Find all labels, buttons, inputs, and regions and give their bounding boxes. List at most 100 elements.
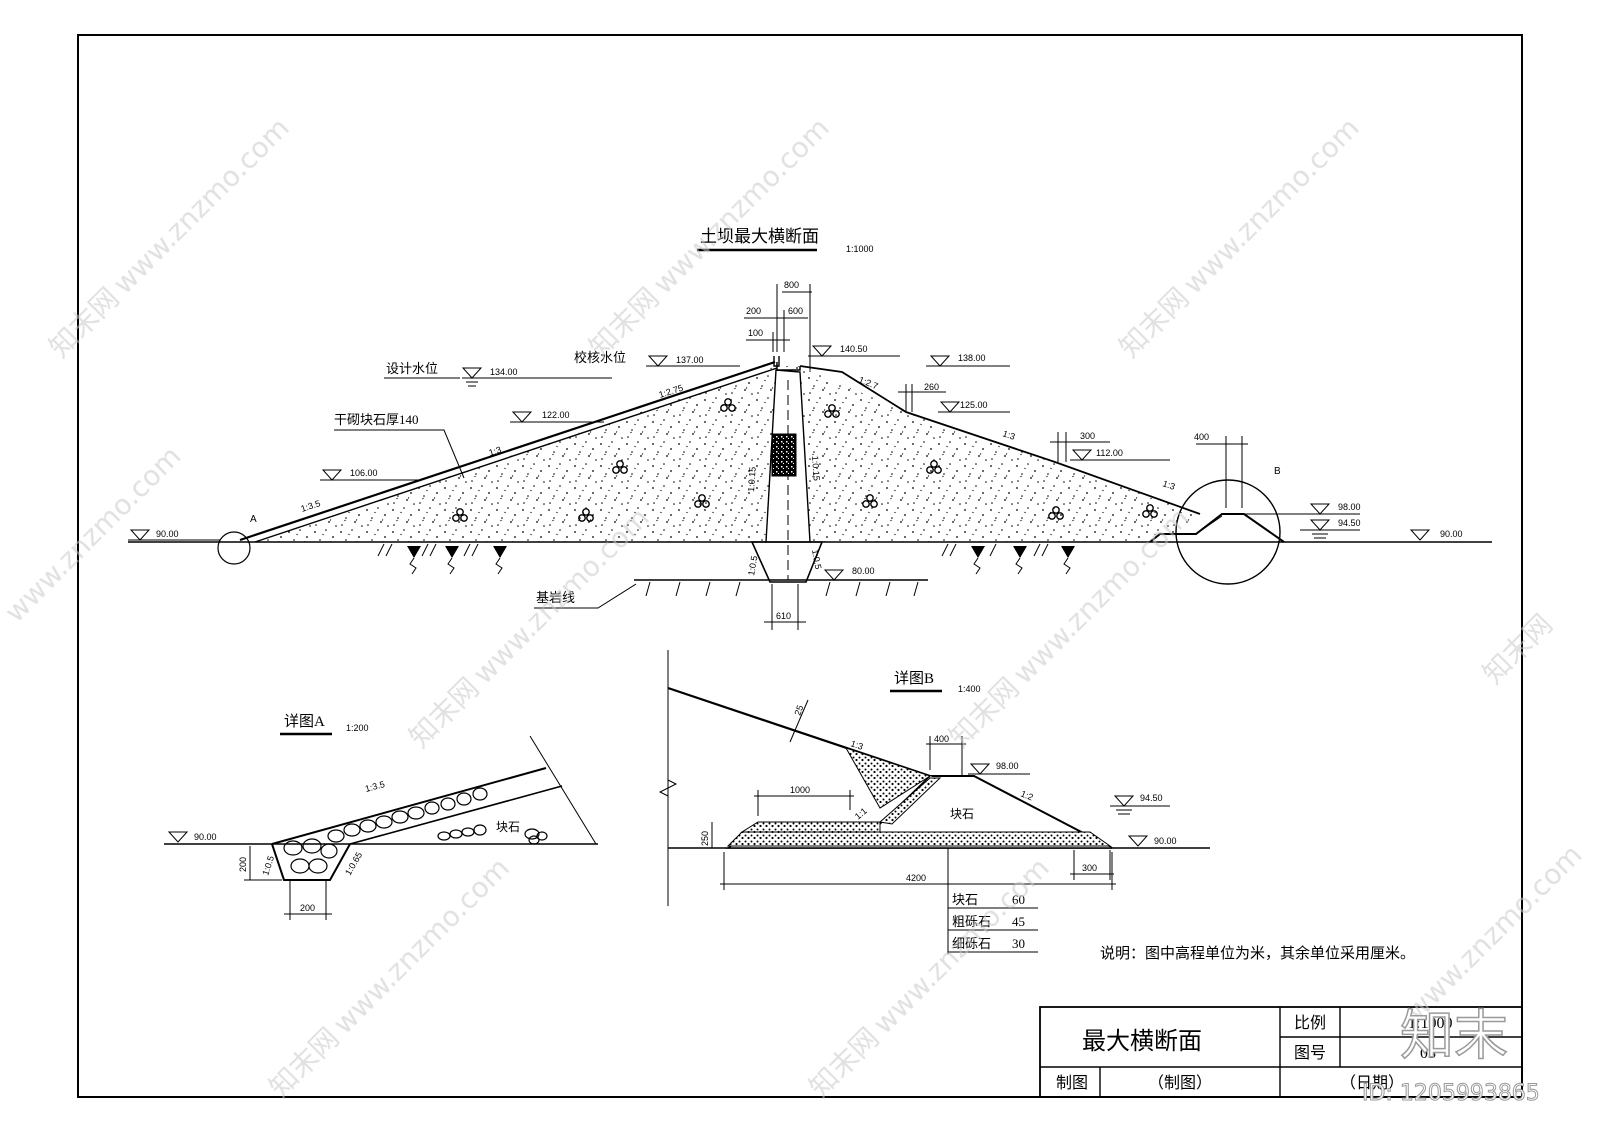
slope-core-right: 1:0.15 <box>810 455 822 481</box>
watermark-site: www.znzmo.com <box>1399 838 1588 1027</box>
watermark-brand: 知末网 <box>803 1021 886 1104</box>
elev-core-bottom: 80.00 <box>824 566 875 581</box>
detail-b-slope-1: 1:1 <box>853 806 869 822</box>
detail-b-wl-9450 <box>1114 795 1134 807</box>
slope-cut-left: 1:0.5 <box>746 555 759 576</box>
detail-a-slope-05: 1:0.5 <box>260 854 276 876</box>
layer-thickness-1: 60 <box>1012 892 1025 907</box>
slope-up-3: 1:3 <box>488 445 503 458</box>
layer-legend: 块石 60 粗砾石 45 细砾石 30 <box>948 892 1038 953</box>
elev-crest-group: 140.50 <box>808 344 900 357</box>
detail-a-wl <box>168 831 188 843</box>
detail-b-dim-250: 250 <box>700 831 710 846</box>
tail-levels: 98.00 94.50 90.00 <box>1228 502 1463 541</box>
elev-left-ground: 90.00 <box>156 529 179 539</box>
bedrock-label: 基岩线 <box>536 590 575 605</box>
detail-b-elev-90: 90.00 <box>1154 836 1177 846</box>
elev-right-ground: 90.00 <box>1440 529 1463 539</box>
detail-b-dim-4200: 4200 <box>906 873 926 883</box>
main-section: 土坝最大横断面 1:1000 <box>128 227 1492 630</box>
elev-crest: 140.50 <box>840 344 868 354</box>
rock-symbol <box>492 545 508 575</box>
layer-name-1: 块石 <box>952 892 978 907</box>
detail-a: 详图A 1:200 <box>164 713 598 920</box>
slope-down-3a: 1:3 <box>1001 428 1016 441</box>
detail-b-dim-1000: 1000 <box>790 785 810 795</box>
detail-b-dim-400: 400 <box>934 734 949 744</box>
detail-b-layer-2 <box>726 831 1112 847</box>
crest-dimensions: 800 200 600 100 <box>744 280 812 370</box>
elev-80: 80.00 <box>852 566 875 576</box>
detail-b-slope-2: 1:2 <box>1019 789 1034 803</box>
detail-b-scale: 1:400 <box>958 684 981 694</box>
detail-b-prism-top <box>930 775 1113 849</box>
detail-b-layer-3 <box>878 777 942 825</box>
elev-125: 125.00 <box>960 400 988 410</box>
detail-b-elev-9450: 94.50 <box>1140 793 1163 803</box>
bedrock-ticks <box>645 581 919 597</box>
dim-400: 400 <box>1194 432 1209 442</box>
toe-drain-inner <box>1195 515 1223 535</box>
detail-b-slope-3: 1:3 <box>849 738 864 751</box>
dim-260: 260 <box>924 382 939 392</box>
rock-symbol <box>444 545 460 575</box>
riprap-label: 干砌块石厚140 <box>334 412 419 427</box>
detail-a-marker <box>217 531 251 565</box>
elev-112: 112.00 <box>1096 448 1123 458</box>
cutoff-trench <box>750 541 824 583</box>
layer-name-3: 细砾石 <box>952 936 991 951</box>
title-block: 最大横断面 比例 1:1000 图号 03 制图 （制图） （日期） <box>1039 1006 1523 1098</box>
detail-a-slope-inner <box>349 785 563 845</box>
detail-b-elev-98: 98.00 <box>996 761 1019 771</box>
layer-thickness-2: 45 <box>1012 914 1025 929</box>
watermark-logo: 知末 <box>1400 1004 1508 1067</box>
title-drawing-name: 最大横断面 <box>1082 1028 1202 1055</box>
dim-300: 300 <box>1080 431 1095 441</box>
rock-symbol <box>406 545 422 575</box>
slope-down-3b: 1:3 <box>1161 478 1176 491</box>
title-date-value: （日期） <box>1340 1074 1404 1092</box>
point-b-label: B <box>1274 466 1281 477</box>
elev-122-group: 122.00 <box>510 410 604 423</box>
point-a-label: A <box>250 514 257 525</box>
rock-symbol <box>1012 545 1028 575</box>
wl-check: 137.00 校核水位 <box>574 350 740 367</box>
slope-cut-right: 1:0.5 <box>810 549 823 570</box>
detail-a-dim-200-h: 200 <box>300 903 315 913</box>
detail-a-scale: 1:200 <box>346 723 369 733</box>
riprap-inner <box>254 367 778 543</box>
watermark-brand: 知末网 <box>263 1021 346 1104</box>
title-number-label: 图号 <box>1294 1044 1326 1062</box>
detail-b-break-symbol <box>658 779 678 797</box>
rock-symbol <box>1060 545 1076 575</box>
detail-a-toe <box>271 843 351 881</box>
title-drawn-label: 制图 <box>1056 1074 1088 1092</box>
detail-b-wl-90 <box>1128 835 1148 847</box>
watermark-site: www.znzmo.com <box>866 851 1055 1040</box>
watermark-site: www.znzmo.com <box>106 111 295 300</box>
detail-a-slope-065: 1:0.65 <box>343 850 364 877</box>
detail-b-block-stone: 块石 <box>950 807 974 821</box>
watermark-brand: 知末网 <box>943 671 1026 754</box>
elev-98: 98.00 <box>1338 502 1361 512</box>
elev-138-group: 138.00 <box>926 353 1010 367</box>
elev-design: 134.00 <box>490 367 518 377</box>
watermark-brand: 知末网 <box>403 671 486 754</box>
bedrock-leader <box>534 583 637 609</box>
detail-b-layer-1 <box>740 821 881 833</box>
elev-9450: 94.50 <box>1338 518 1361 528</box>
detail-a-elev: 90.00 <box>194 832 217 842</box>
watermark-site: www.znzmo.com <box>326 851 515 1040</box>
detail-a-dim-200-v: 200 <box>238 857 248 872</box>
detail-b: 详图B 1:400 25 1:3 1:2 1:1 块石 400 98.00 94… <box>658 650 1210 954</box>
watermark-brand: 知末网 <box>43 281 126 364</box>
title-scale-label: 比例 <box>1294 1014 1326 1032</box>
detail-b-wl-98 <box>970 763 990 775</box>
layer-name-2: 粗砾石 <box>952 914 991 929</box>
detail-a-slope-outer <box>271 767 547 845</box>
detail-b-title: 详图B <box>894 670 934 687</box>
detail-a-riprap-stones <box>283 787 548 874</box>
watermark-brand: 知末网 <box>1113 281 1196 364</box>
slope-core-left: 1:0.15 <box>746 466 758 492</box>
elev-125-group: 260 125.00 <box>898 382 1010 413</box>
